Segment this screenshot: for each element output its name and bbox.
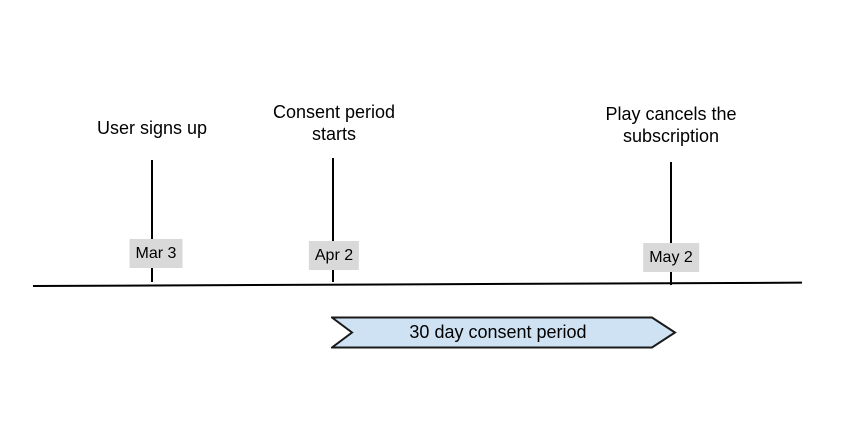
event-label-user-signs-up: User signs up — [96, 118, 208, 138]
event-marker-line-mar3 — [151, 160, 153, 282]
event-label-play-cancels-subscription: Play cancels the subscription — [605, 104, 737, 146]
event-marker-line-may2 — [670, 162, 672, 285]
event-marker-line-apr2 — [332, 158, 334, 282]
date-label-apr2: Apr 2 — [308, 241, 360, 270]
consent-period-banner — [331, 316, 677, 349]
banner-arrow-shape — [331, 316, 677, 349]
event-label-consent-period-starts: Consent period starts — [272, 102, 396, 144]
date-label-mar3: Mar 3 — [129, 239, 183, 268]
banner-label: 30 day consent period — [409, 322, 587, 342]
timeline-axis — [32, 281, 802, 287]
date-label-may2: May 2 — [643, 243, 699, 272]
